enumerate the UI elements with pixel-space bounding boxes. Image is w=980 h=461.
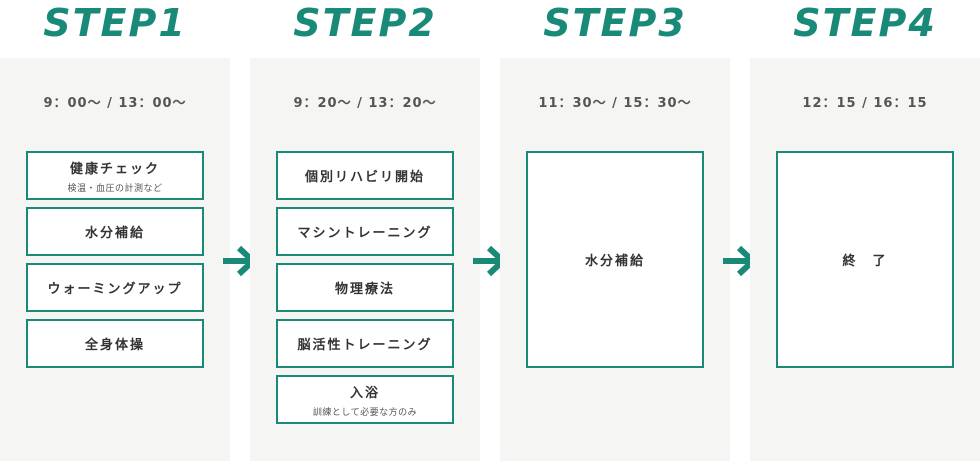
step3-time: 11：30〜 / 15：30〜 — [538, 96, 692, 111]
step1-time: 9：00〜 / 13：00〜 — [43, 96, 187, 111]
step4-box: 終 了 — [776, 151, 954, 368]
item-label: 水分補給 — [84, 226, 145, 241]
item-label: ウォーミングアップ — [47, 282, 183, 297]
step3-box: 水分補給 — [526, 151, 704, 368]
step3-title: STEP3 — [543, 1, 687, 45]
step1-item-warmup: ウォーミングアップ — [26, 263, 204, 312]
step2-item-machine-training: マシントレーニング — [276, 207, 454, 256]
step1-item-health-check: 健康チェック 検温・血圧の計測など — [26, 151, 204, 200]
step1-item-full-body-exercise: 全身体操 — [26, 319, 204, 368]
step2-column: 9：20〜 / 13：20〜 個別リハビリ開始 マシントレーニング 物理療法 脳… — [250, 58, 480, 461]
step2-item-bathing: 入浴 訓練として必要な方のみ — [276, 375, 454, 424]
item-label: 全身体操 — [84, 338, 145, 353]
item-sublabel: 検温・血圧の計測など — [67, 183, 163, 194]
step3-column: 11：30〜 / 15：30〜 水分補給 — [500, 58, 730, 461]
item-label: 脳活性トレーニング — [297, 338, 433, 353]
step1-title: STEP1 — [43, 1, 187, 45]
item-sublabel: 訓練として必要な方のみ — [312, 407, 418, 418]
step2-time: 9：20〜 / 13：20〜 — [293, 96, 437, 111]
item-label: 物理療法 — [334, 282, 395, 297]
step4-title: STEP4 — [793, 1, 937, 45]
step1-column: 9：00〜 / 13：00〜 健康チェック 検温・血圧の計測など 水分補給 ウォ… — [0, 58, 230, 461]
item-label: 健康チェック — [69, 161, 160, 177]
step4-label: 終 了 — [842, 254, 888, 269]
item-label: 入浴 — [349, 385, 380, 401]
item-label: 個別リハビリ開始 — [304, 170, 425, 185]
step2-item-physical-therapy: 物理療法 — [276, 263, 454, 312]
step2-title: STEP2 — [293, 1, 437, 45]
step2-item-individual-rehab: 個別リハビリ開始 — [276, 151, 454, 200]
step4-column: 12：15 / 16：15 終 了 — [750, 58, 980, 461]
step3-label: 水分補給 — [584, 254, 645, 269]
step4-time: 12：15 / 16：15 — [802, 96, 928, 111]
step1-item-hydration: 水分補給 — [26, 207, 204, 256]
item-label: マシントレーニング — [297, 226, 433, 241]
step2-item-brain-training: 脳活性トレーニング — [276, 319, 454, 368]
